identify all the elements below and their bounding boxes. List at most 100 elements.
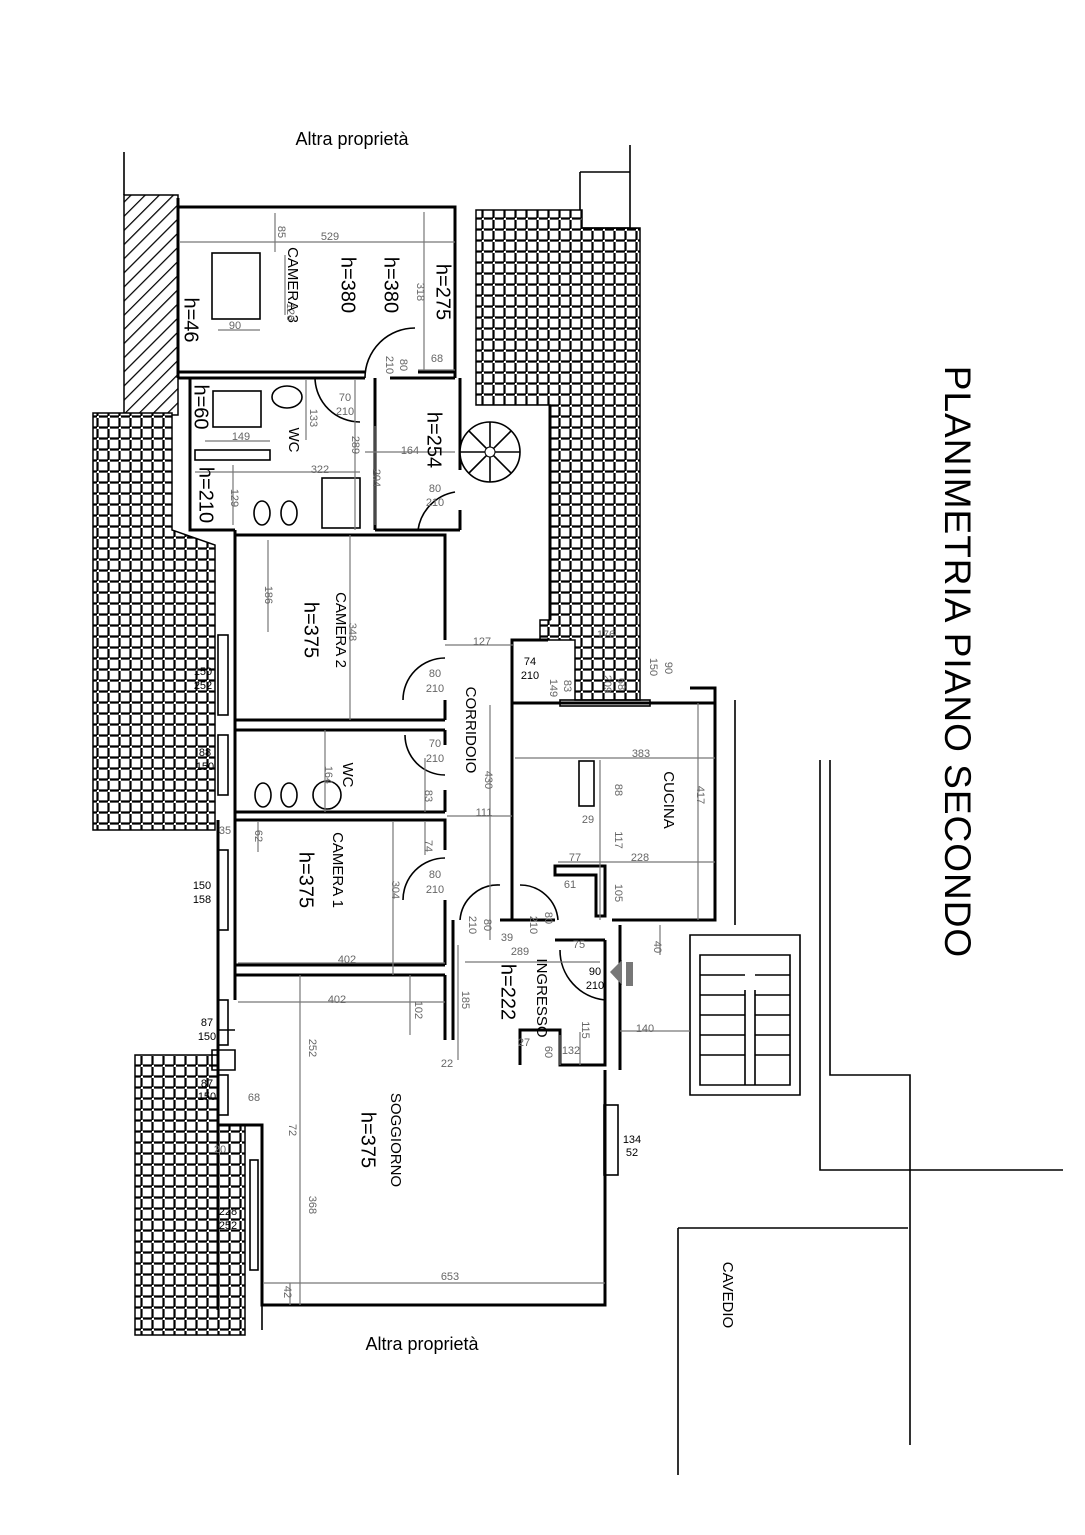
dimension-label: 252 — [306, 1039, 318, 1057]
dimension-label: 210 — [383, 356, 395, 374]
doors — [314, 327, 606, 1001]
dimension-label: 402 — [328, 994, 346, 1006]
cavedio-label: CAVEDIO — [719, 1262, 736, 1328]
neighbor-label-bottom: Altra proprietà — [365, 1334, 479, 1354]
dimension-label: 150 — [196, 761, 214, 773]
room-label-corridoio: CORRIDOIO — [462, 687, 479, 774]
spiral-staircase — [459, 421, 521, 483]
room-label-camera2: CAMERA 2 — [332, 592, 349, 668]
dimension-label: 304 — [389, 881, 401, 899]
dimension-label: 210 — [521, 670, 539, 682]
dimension-label: 85 — [275, 226, 287, 238]
dimension-label: 210 — [426, 683, 444, 695]
room-label-soggiorno: SOGGIORNO — [387, 1093, 404, 1187]
dimension-label: 62 — [252, 830, 264, 842]
dimension-label: 210 — [426, 497, 444, 509]
dimension-label: 27 — [518, 1037, 530, 1049]
dimension-label: 127 — [473, 636, 491, 648]
fixtures — [194, 252, 607, 918]
dimension-label: 529 — [321, 231, 339, 243]
ceiling-height-label: h=380 — [380, 257, 402, 313]
dimension-label: 74 — [524, 656, 536, 668]
dimension-label: 80 — [429, 483, 441, 495]
ceiling-height-label: h=375 — [295, 852, 317, 908]
terrace-left — [92, 412, 216, 831]
dimension-label: 126 — [284, 303, 296, 321]
dimension-label: 653 — [441, 1271, 459, 1283]
dimension-label: 22 — [441, 1058, 453, 1070]
entrance-arrow-icon — [610, 960, 633, 986]
dimension-label: 87 — [201, 1017, 213, 1029]
dimension-label: 61 — [564, 879, 576, 891]
dimension-label: 228 — [631, 852, 649, 864]
dimension-label: 20 — [214, 1144, 226, 1156]
dimension-label: 39 — [501, 932, 513, 944]
dimension-label: 80 — [429, 869, 441, 881]
dimension-label: 210 — [466, 916, 478, 934]
dimension-label: 149 — [547, 679, 559, 697]
dimension-label: 90 — [229, 320, 241, 332]
dimension-label: 210 — [426, 884, 444, 896]
dimension-label: 134 — [623, 1134, 641, 1146]
dimension-label: 105 — [612, 884, 624, 902]
dimension-label: 186 — [262, 586, 274, 604]
dimension-label: 368 — [306, 1196, 318, 1214]
dimension-label: 40 — [651, 941, 663, 953]
dimension-label: 72 — [286, 1124, 298, 1136]
dimension-label: 88 — [199, 747, 211, 759]
dimension-label: 117 — [612, 831, 624, 849]
dimension-label: 150 — [193, 880, 211, 892]
dimension-label: 158 — [193, 894, 211, 906]
dimension-label: 150 — [647, 658, 659, 676]
walls — [176, 198, 717, 1310]
dimension-label: 111 — [476, 807, 493, 819]
dimension-label: 88 — [612, 784, 624, 796]
dimension-label: 210 — [336, 406, 354, 418]
dimension-label: 115 — [579, 1021, 591, 1039]
dimension-label: 417 — [694, 786, 706, 804]
dimension-label: 42 — [281, 1286, 293, 1298]
plan-title: PLANIMETRIA PIANO SECONDO — [937, 366, 978, 958]
dimension-label: 210 — [586, 980, 604, 992]
dimension-label: 60 — [542, 1046, 554, 1058]
dimension-label: 430 — [482, 771, 494, 789]
ceiling-height-label: h=254 — [423, 412, 445, 468]
room-label-wc_mid: WC — [339, 763, 356, 788]
dimension-label: 83 — [561, 680, 573, 692]
dimension-label: 252 — [194, 680, 212, 692]
ceiling-height-label: h=222 — [497, 964, 519, 1020]
hatched-wall — [123, 194, 179, 416]
dimension-label: 185 — [459, 991, 471, 1009]
room-label-wc_top: WC — [285, 428, 302, 453]
dimension-label: 68 — [248, 1092, 260, 1104]
dimension-label: 209 — [601, 675, 613, 693]
ceiling-height-label: h=275 — [432, 264, 454, 320]
windows — [217, 634, 651, 1271]
dimension-label: 204 — [370, 469, 382, 487]
dimension-lines — [180, 212, 715, 1305]
dimension-label: 133 — [307, 409, 319, 427]
dimension-label: 80 — [429, 668, 441, 680]
dimension-label: 164 — [322, 766, 334, 784]
room-label-camera1: CAMERA 1 — [329, 832, 346, 908]
ceiling-height-label: h=380 — [337, 257, 359, 313]
dimension-label: 102 — [412, 1001, 424, 1019]
property-lines — [123, 145, 1063, 1475]
dimension-label: 210 — [527, 916, 539, 934]
ceiling-height-label: h=46 — [180, 297, 202, 342]
dimension-label: 322 — [311, 464, 329, 476]
dimension-label: 80 — [542, 912, 554, 924]
dimension-label: 289 — [349, 436, 361, 454]
dimension-label: 80 — [397, 359, 409, 371]
dimension-label: 77 — [569, 852, 581, 864]
ceiling-height-label: h=60 — [190, 384, 212, 429]
ceiling-height-label: h=375 — [300, 602, 322, 658]
dimension-label: 164 — [401, 445, 419, 457]
dimension-label: 70 — [429, 738, 441, 750]
dimension-label: 228 — [219, 1206, 237, 1218]
dimension-label: 83 — [422, 790, 434, 802]
dimension-label: 68 — [431, 353, 443, 365]
ceiling-height-label: h=210 — [195, 467, 217, 523]
room-label-camera3: CAMERA 3 — [284, 247, 301, 323]
dimension-label: 35 — [219, 825, 231, 837]
